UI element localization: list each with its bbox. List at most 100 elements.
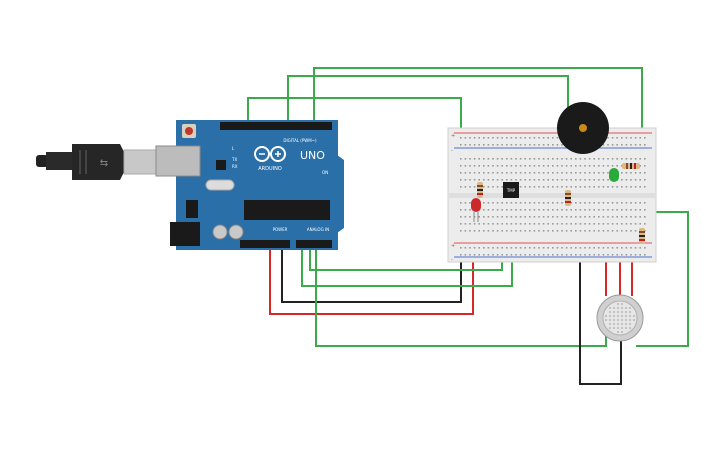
green-led[interactable] [609,168,619,182]
breadboard-hole [611,209,614,211]
breadboard-hole [478,216,480,218]
breadboard-hole [639,209,641,211]
breadboard-hole [529,137,531,139]
breadboard-hole [565,165,568,167]
breadboard-hole [634,223,637,225]
piezo-buzzer[interactable] [557,102,609,154]
breadboard-hole [538,247,540,249]
breadboard-hole [602,144,605,146]
power-header[interactable] [240,240,290,248]
breadboard-hole [634,158,637,160]
breadboard-hole [538,137,540,139]
resistor-2[interactable] [565,190,571,206]
breadboard-hole [584,186,586,188]
breadboard-hole [547,165,549,167]
breadboard-hole [473,247,476,249]
breadboard-hole [510,158,513,160]
breadboard-hole [524,209,526,211]
breadboard-hole [515,216,517,218]
breadboard-hole [611,144,614,146]
rail-bottom-minus: - [451,257,453,263]
breadboard-hole [575,165,577,167]
mesh-dot [625,307,627,309]
breadboard-hole [492,223,494,225]
breadboard-hole [644,216,646,218]
breadboard-hole [634,144,637,146]
red-led[interactable] [471,198,481,222]
breadboard-hole [501,209,503,211]
breadboard-hole [542,165,545,167]
wire-red-5v [269,246,474,315]
breadboard-hole [515,254,517,256]
breadboard-hole [616,230,618,232]
breadboard-hole [602,172,605,174]
mesh-dot [617,311,619,313]
breadboard-hole [473,144,476,146]
mesh-dot [629,327,631,329]
breadboard-hole [460,186,462,188]
resistor-1[interactable] [477,182,483,198]
mesh-dot [621,315,623,317]
breadboard-hole [496,186,499,188]
breadboard-hole [607,137,609,139]
breadboard-hole [487,209,490,211]
breadboard-hole [598,230,600,232]
on-label: ON [322,170,328,175]
gas-sensor[interactable] [596,294,644,342]
breadboard-hole [552,186,554,188]
gas-sensor-mesh [605,303,635,333]
breadboard-hole [487,254,490,256]
breadboard-hole [598,254,600,256]
mesh-dot [621,303,623,305]
digital-header[interactable] [220,122,332,130]
breadboard-hole [496,144,499,146]
breadboard-hole [644,165,646,167]
breadboard-hole [565,209,568,211]
mesh-dot [613,323,615,325]
mesh-dot [617,307,619,309]
temperature-sensor[interactable]: TMP [503,182,519,198]
breadboard-hole [570,165,572,167]
breadboard-hole [473,137,476,139]
breadboard-hole [460,202,462,204]
breadboard-hole [598,186,600,188]
breadboard-hole [561,158,563,160]
breadboard-hole [630,254,632,256]
mesh-dot [629,319,631,321]
breadboard-hole [519,223,522,225]
mesh-dot [617,331,619,333]
breadboard-hole [492,186,494,188]
breadboard-hole [464,179,467,181]
breadboard-hole [611,223,614,225]
breadboard-hole [579,209,582,211]
resistor-3[interactable] [622,163,640,169]
breadboard-hole [616,254,618,256]
breadboard-hole [579,223,582,225]
breadboard-hole [561,202,563,204]
breadboard-hole [575,254,577,256]
breadboard-hole [473,165,476,167]
analog-header[interactable] [296,240,332,248]
usb-jack [155,145,201,177]
breadboard-hole [473,186,476,188]
breadboard-hole [634,254,637,256]
breadboard-hole [478,172,480,174]
breadboard-hole [469,186,471,188]
breadboard-hole [515,223,517,225]
breadboard-hole [492,137,494,139]
rail-bottom-plus: + [451,243,455,249]
mesh-dot [617,315,619,317]
breadboard-hole [487,230,490,232]
breadboard-hole [542,186,545,188]
breadboard-hole [625,230,628,232]
breadboard-hole [570,254,572,256]
breadboard-hole [602,179,605,181]
breadboard-hole [644,247,646,249]
breadboard-hole [478,165,480,167]
breadboard-hole [611,202,614,204]
arduino-uno-board[interactable]: ARDUINO UNO DIGITAL (PWM~) POWER ANALOG … [155,120,344,250]
breadboard-hole [533,165,536,167]
resistor-4[interactable] [639,228,645,244]
breadboard-hole [547,186,549,188]
breadboard-hole [515,202,517,204]
